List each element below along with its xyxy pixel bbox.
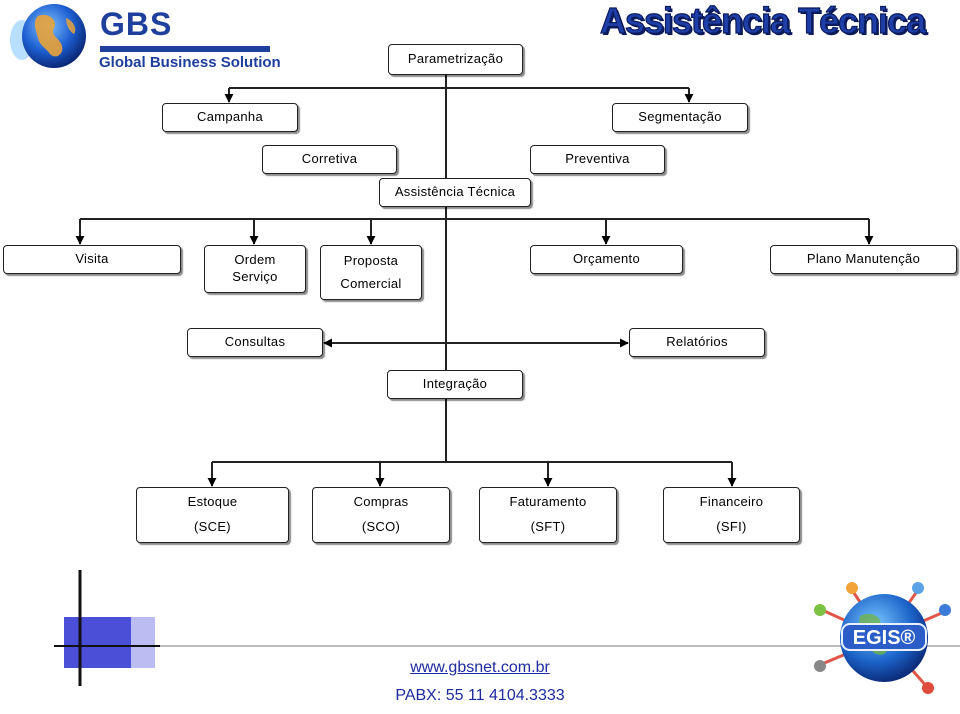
node-label: Orçamento	[572, 251, 640, 267]
node-compras: Compras (SCO)	[312, 487, 450, 543]
node-label-line2: (SFT)	[530, 519, 566, 534]
logo-subtitle: Global Business Solution	[99, 54, 281, 71]
node-label-line2: Comercial	[340, 275, 402, 291]
node-label: Preventiva	[565, 151, 630, 167]
node-preventiva: Preventiva	[530, 145, 665, 174]
node-label: Campanha	[197, 109, 263, 125]
footer-phone: PABX: 55 11 4104.3333	[395, 687, 565, 704]
decorative-cross	[54, 570, 960, 686]
node-visita: Visita	[3, 245, 181, 274]
logo-underline	[100, 46, 270, 52]
node-estoque: Estoque (SCE)	[136, 487, 289, 543]
node-label-line2: (SFI)	[716, 519, 747, 534]
node-label: Segmentação	[638, 109, 722, 125]
node-label: Parametrização	[407, 51, 504, 67]
node-label-line2: (SCE)	[194, 519, 231, 534]
node-proposta-comercial: Proposta Comercial	[320, 245, 422, 300]
node-label-line1: Ordem	[234, 252, 276, 268]
node-label-line1: Proposta	[343, 252, 399, 268]
egis-globe-icon: EGIS®	[814, 582, 951, 694]
gbs-logo: GBS Global Business Solution	[8, 2, 281, 74]
node-label: Visita	[75, 251, 109, 267]
node-label-line1: Financeiro	[699, 494, 764, 510]
node-orcamento: Orçamento	[530, 245, 683, 274]
node-ordem-servico: Ordem Serviço	[204, 245, 306, 293]
node-corretiva: Corretiva	[262, 145, 397, 174]
node-campanha: Campanha	[162, 103, 298, 132]
globe-icon	[10, 4, 86, 68]
node-faturamento: Faturamento (SFT)	[479, 487, 617, 543]
egis-label: EGIS®	[853, 627, 916, 649]
node-label-line2: (SCO)	[361, 519, 401, 534]
node-label: Consultas	[224, 334, 286, 350]
node-segmentacao: Segmentação	[612, 103, 748, 132]
node-label-line2: Serviço	[232, 269, 278, 284]
logo-title: GBS	[100, 6, 173, 42]
footer-website-link[interactable]: www.gbsnet.com.br	[410, 659, 550, 676]
node-plano-manutencao: Plano Manutenção	[770, 245, 957, 274]
node-label: Corretiva	[301, 151, 358, 167]
node-integracao: Integração	[387, 370, 523, 399]
node-label: Relatórios	[666, 334, 728, 350]
node-label-line1: Faturamento	[509, 494, 587, 510]
page-title: Assistência Técnica	[599, 0, 926, 42]
node-label: Integração	[422, 376, 488, 392]
node-parametrizacao: Parametrização	[388, 44, 523, 75]
node-relatorios: Relatórios	[629, 328, 765, 357]
node-label: Assistência Técnica	[394, 184, 516, 200]
node-consultas: Consultas	[187, 328, 323, 357]
node-label-line1: Estoque	[187, 494, 238, 510]
node-financeiro: Financeiro (SFI)	[663, 487, 800, 543]
egis-logo: EGIS®	[800, 576, 960, 709]
node-label-line1: Compras	[353, 494, 409, 510]
node-label: Plano Manutenção	[806, 251, 921, 267]
node-assistencia-tecnica: Assistência Técnica	[379, 178, 531, 207]
